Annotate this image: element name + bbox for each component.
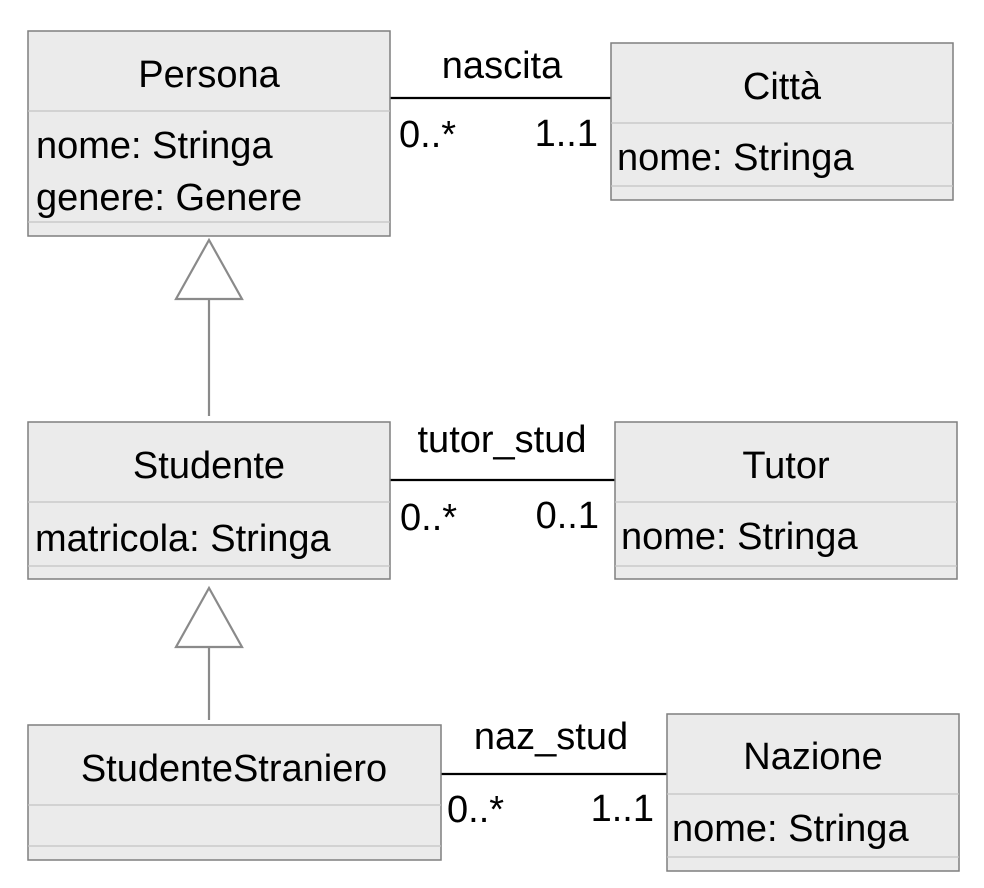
generalization-studente-persona[interactable]: [174, 237, 244, 416]
class-attribute: nome: Stringa: [617, 137, 854, 179]
class-box: [27, 30, 391, 237]
source-multiplicity: 0..*: [400, 497, 457, 539]
class-citta[interactable]: Città nome: Stringa: [610, 42, 954, 201]
class-name: Nazione: [743, 736, 882, 778]
association-tutor-stud[interactable]: tutor_stud 0..* 0..1: [390, 419, 615, 539]
class-persona[interactable]: Persona nome: Stringa genere: Genere: [27, 30, 391, 237]
class-name: StudenteStraniero: [81, 748, 387, 790]
class-studente-straniero[interactable]: StudenteStraniero: [27, 724, 442, 861]
generalization-studentestraniero-studente[interactable]: [174, 585, 244, 720]
class-attribute: nome: Stringa: [621, 516, 858, 558]
class-name: Persona: [138, 54, 280, 96]
class-attribute: nome: Stringa: [672, 808, 909, 850]
association-name: naz_stud: [474, 716, 628, 758]
target-multiplicity: 0..1: [536, 495, 599, 537]
generalization-arrowhead: [174, 237, 244, 301]
target-multiplicity: 1..1: [535, 113, 598, 155]
class-box: [610, 42, 954, 201]
class-attribute: nome: Stringa: [36, 125, 273, 167]
class-box: [27, 724, 442, 861]
class-box: [614, 421, 958, 580]
association-name: tutor_stud: [418, 419, 587, 461]
generalization-arrowhead: [174, 585, 244, 649]
target-multiplicity: 1..1: [591, 788, 654, 830]
class-name: Studente: [133, 445, 285, 487]
source-multiplicity: 0..*: [399, 114, 456, 156]
association-naz-stud[interactable]: naz_stud 0..* 1..1: [441, 716, 667, 831]
class-name: Città: [743, 66, 822, 108]
class-studente[interactable]: Studente matricola: Stringa: [27, 421, 391, 580]
class-box: [666, 713, 960, 872]
association-name: nascita: [442, 45, 563, 87]
source-multiplicity: 0..*: [447, 789, 504, 831]
class-box: [27, 421, 391, 580]
class-attribute: matricola: Stringa: [35, 518, 332, 560]
association-nascita[interactable]: nascita 0..* 1..1: [390, 45, 611, 156]
class-attribute: genere: Genere: [36, 177, 302, 219]
class-name: Tutor: [742, 445, 830, 487]
class-tutor[interactable]: Tutor nome: Stringa: [614, 421, 958, 580]
class-nazione[interactable]: Nazione nome: Stringa: [666, 713, 960, 872]
